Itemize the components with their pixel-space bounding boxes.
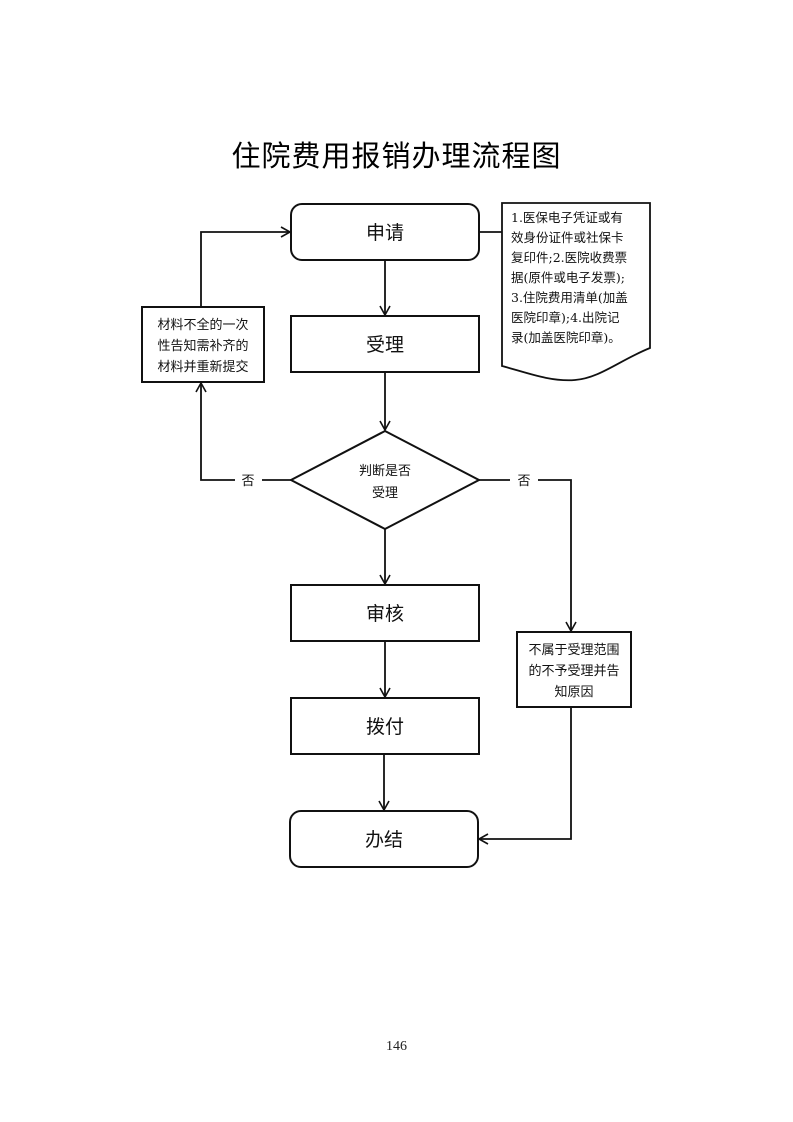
edge-label-no-right: 否 xyxy=(517,474,530,489)
node-apply: 申请 xyxy=(290,203,480,261)
page-title: 住院费用报销办理流程图 xyxy=(231,139,562,173)
edge-label-no-left: 否 xyxy=(241,474,254,489)
node-complete-label: 办结 xyxy=(365,829,403,851)
node-apply-label: 申请 xyxy=(366,222,404,244)
node-payment: 拨付 xyxy=(290,697,480,755)
required-documents-line-3: 复印件;2.医院收费票 xyxy=(511,250,627,265)
node-accept: 受理 xyxy=(290,315,480,373)
required-documents-line-4: 据(原件或电子发票); xyxy=(511,270,625,285)
node-decision: 判断是否 受理 xyxy=(288,429,482,531)
page-number: 146 xyxy=(386,1039,407,1054)
node-decision-label-line-1: 判断是否 xyxy=(359,464,411,479)
node-payment-label: 拨付 xyxy=(366,716,404,738)
required-documents-line-7: 录(加盖医院印章)。 xyxy=(511,330,621,345)
out-of-scope-line-3: 知原因 xyxy=(554,684,593,700)
incomplete-materials-line-2: 性告知需补齐的 xyxy=(157,338,248,354)
out-of-scope-line-1: 不属于受理范围 xyxy=(528,643,619,658)
incomplete-materials-line-1: 材料不全的一次 xyxy=(157,317,248,333)
required-documents-line-5: 3.住院费用清单(加盖 xyxy=(511,290,628,305)
node-accept-label: 受理 xyxy=(366,334,404,356)
node-out-of-scope: 不属于受理范围 的不予受理并告 知原因 xyxy=(516,631,632,708)
edge-decision-no-right-b xyxy=(538,479,577,633)
node-review-label: 审核 xyxy=(366,603,404,625)
required-documents-line-1: 1.医保电子凭证或有 xyxy=(511,210,623,225)
node-required-documents: 1.医保电子凭证或有 效身份证件或社保卡 复印件;2.医院收费票 据(原件或电子… xyxy=(501,202,651,382)
incomplete-materials-line-3: 材料并重新提交 xyxy=(157,359,248,375)
node-complete: 办结 xyxy=(289,810,479,868)
edge-out-of-scope-to-complete xyxy=(477,707,572,845)
node-review: 审核 xyxy=(290,584,480,642)
node-incomplete-materials: 材料不全的一次 性告知需补齐的 材料并重新提交 xyxy=(141,306,265,383)
out-of-scope-line-2: 的不予受理并告 xyxy=(528,663,619,679)
required-documents-line-6: 医院印章);4.出院记 xyxy=(511,310,620,325)
edge-decision-no-left-b xyxy=(195,381,235,481)
required-documents-line-2: 效身份证件或社保卡 xyxy=(511,230,624,245)
edge-incomplete-to-apply xyxy=(200,226,292,307)
node-decision-label-line-2: 受理 xyxy=(372,486,398,501)
